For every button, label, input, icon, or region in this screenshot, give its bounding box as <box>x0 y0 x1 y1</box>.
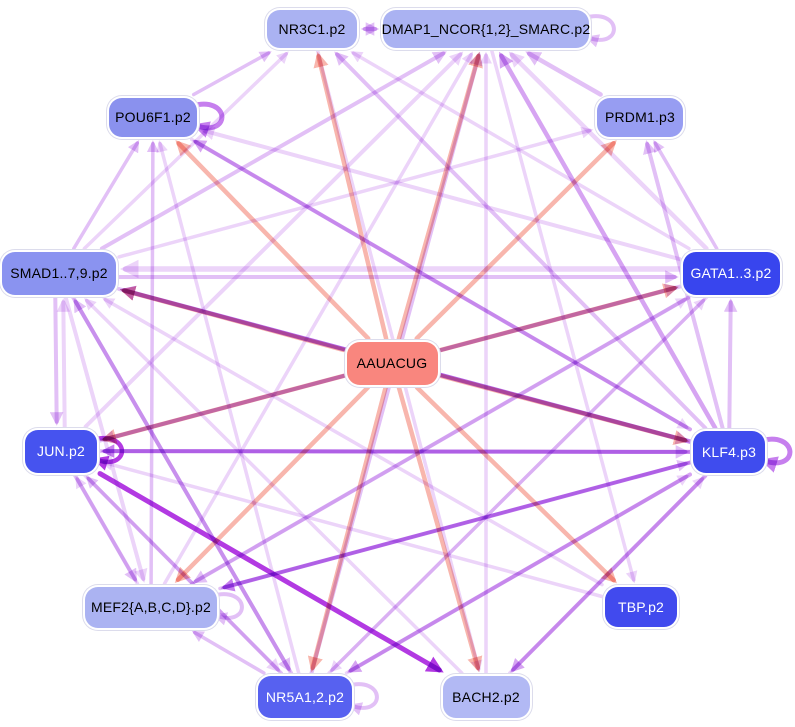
graph-node-gata[interactable]: GATA1..3.p2 <box>682 251 780 295</box>
edge-jun-to-smad <box>56 298 71 429</box>
self-loop-pou6f1 <box>189 101 225 138</box>
edge-rna-to-tbp <box>414 385 617 584</box>
edge-pou6f1-to-klf4 <box>189 137 690 429</box>
graph-node-mef2[interactable]: MEF2{A,B,C,D}.p2 <box>85 586 217 628</box>
edge-klf4-to-nr5a1 <box>347 472 692 673</box>
edge-rna-to-prdm1 <box>414 140 617 341</box>
graph-node-pou6f1[interactable]: POU6F1.p2 <box>109 97 197 137</box>
self-loop-klf4 <box>757 436 793 473</box>
graph-node-nr5a1[interactable]: NR5A1,2.p2 <box>258 676 352 718</box>
edge-rna-to-nr5a1 <box>307 385 388 673</box>
edge-gata-to-pou6f1 <box>200 126 682 262</box>
edge-rna-to-nr3c1 <box>313 51 389 341</box>
edge-tbp-to-smad <box>102 297 604 587</box>
edge-gata-to-dmap1 <box>508 51 709 251</box>
edge-smad-to-jun <box>49 295 64 426</box>
graph-node-jun[interactable]: JUN.p2 <box>25 429 97 473</box>
graph-node-tbp[interactable]: TBP.p2 <box>605 587 677 627</box>
graph-node-smad[interactable]: SMAD1..7,9.p2 <box>2 251 116 295</box>
edge-rna-to-pou6f1 <box>175 140 371 341</box>
edge-rna-to-klf4 <box>438 373 690 445</box>
edge-smad-to-pou6f1 <box>72 140 140 251</box>
edge-gata-to-nr5a1 <box>329 295 709 673</box>
graph-node-bach2[interactable]: BACH2.p2 <box>442 676 530 718</box>
edge-rna-to-smad <box>119 286 346 353</box>
edge-gata-to-prdm1 <box>653 140 719 251</box>
self-loop-nr5a1 <box>345 682 379 716</box>
edge-prdm1-to-dmap1 <box>525 51 603 97</box>
graph-node-rna[interactable]: AAUACUG <box>346 341 438 385</box>
edge-rna-to-bach2 <box>396 385 483 673</box>
graph-node-dmap1[interactable]: DMAP1_NCOR{1,2}_SMARC.p2 <box>382 10 590 48</box>
edge-bach2-to-smad <box>84 297 464 675</box>
self-loop-dmap1 <box>582 14 616 48</box>
edge-jun-to-nr5a1 <box>83 473 281 673</box>
edge-mef2-to-dmap1 <box>162 51 473 586</box>
edge-gata-to-nr3c1 <box>350 51 691 251</box>
edge-rna-to-jun <box>100 373 346 444</box>
edge-klf4-to-mef2 <box>220 460 692 592</box>
edge-jun-to-mef2 <box>73 473 138 583</box>
edge-gata-to-mef2 <box>192 295 691 584</box>
edge-klf4-to-jun <box>100 444 692 458</box>
edge-klf4-to-gata <box>723 298 738 430</box>
edge-rna-to-gata <box>438 283 679 353</box>
edge-nr5a1-to-mef2 <box>191 630 266 675</box>
self-loop-jun <box>89 435 125 471</box>
graph-node-klf4[interactable]: KLF4.p3 <box>693 431 765 473</box>
graph-node-prdm1[interactable]: PRDM1.p3 <box>597 97 683 137</box>
edge-pou6f1-to-nr3c1 <box>191 51 272 97</box>
edge-rna-to-dmap1 <box>396 51 483 341</box>
edge-rna-to-mef2 <box>174 385 371 583</box>
edge-smad-to-nr5a1 <box>71 295 291 673</box>
graph-node-nr3c1[interactable]: NR3C1.p2 <box>267 10 357 48</box>
self-loop-mef2 <box>210 592 244 626</box>
edge-jun-to-bach2 <box>97 471 444 673</box>
